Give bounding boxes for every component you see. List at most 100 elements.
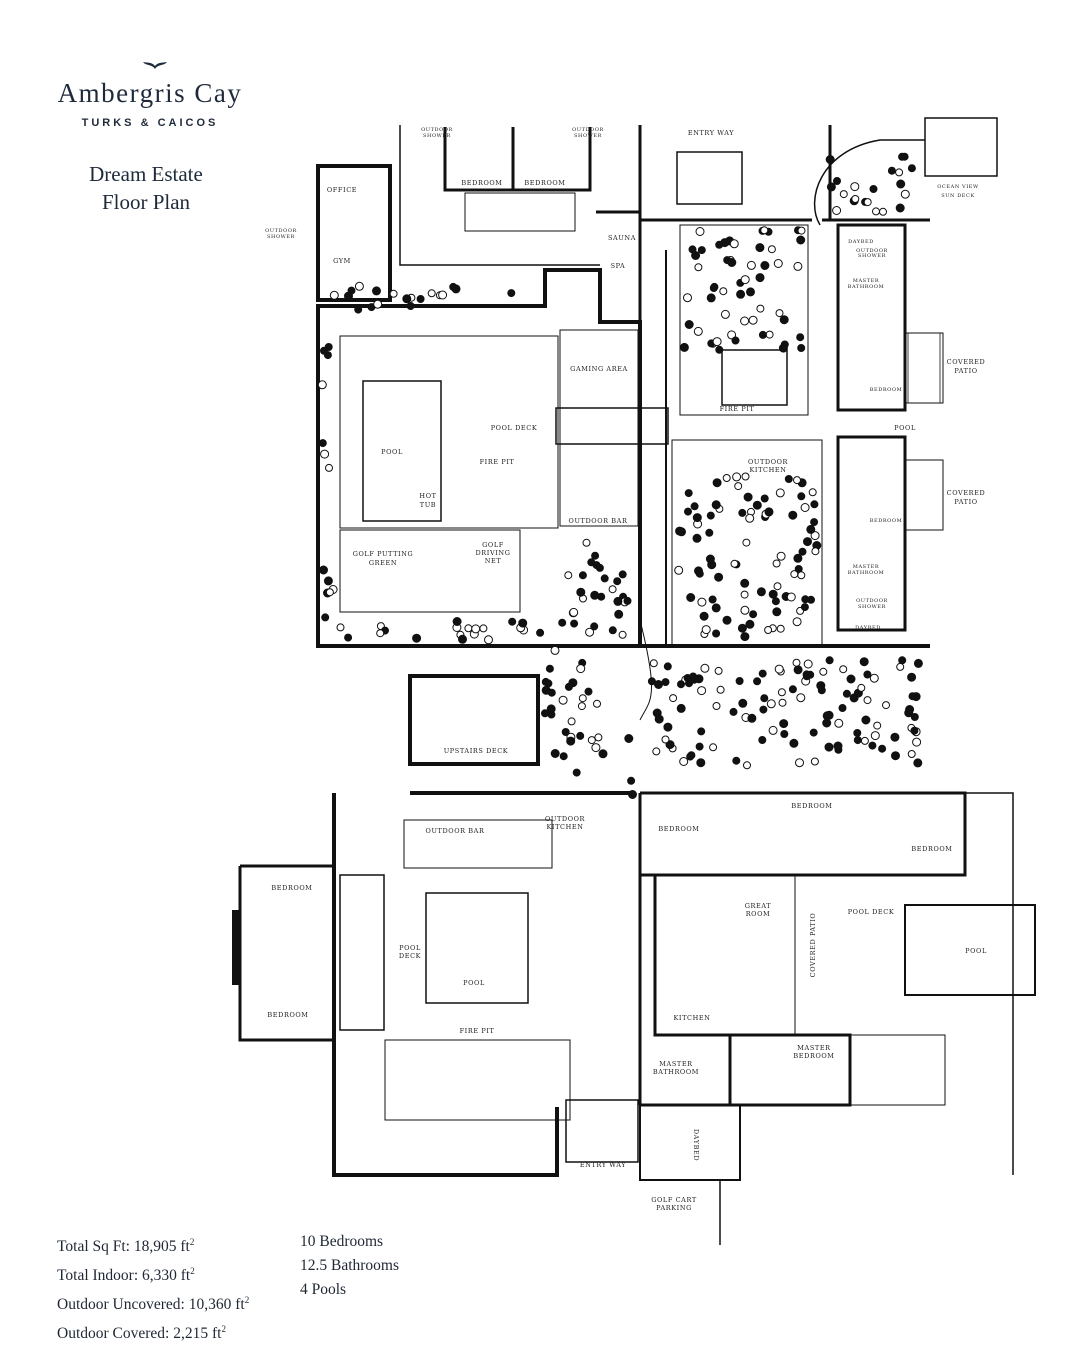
tree-icon [907,750,916,758]
tree-icon [752,500,762,510]
tree-icon [389,289,398,298]
tree-icon [879,207,887,216]
room-label: GREAT [745,902,772,910]
tree-icon [898,152,907,161]
tree-icon [697,686,707,696]
tree-icon [800,503,810,512]
tree-icon [755,243,765,253]
tree-icon [759,705,768,714]
tree-icon [774,664,784,674]
tree-icon [838,704,847,712]
tree-icon [695,569,704,578]
tree-icon [786,592,796,602]
tree-icon [863,198,872,207]
tree-icon [567,717,576,726]
tree-icon [618,570,627,579]
tree-icon [825,656,834,665]
room-label: BEDROOM [870,518,903,524]
tree-icon [714,572,724,582]
tree-icon [663,722,673,732]
tree-icon [797,344,806,352]
room-label: OUTDOOR [265,228,297,234]
room-label: POOL DECK [491,424,538,432]
tree-icon [705,554,715,564]
tree-icon [547,688,556,697]
tree-icon [760,694,769,703]
room-label: GOLF CART [651,1196,697,1204]
tree-icon [806,524,816,534]
room-label: BEDROOM [524,179,565,187]
tree-icon [709,284,718,292]
tree-icon [803,659,813,669]
tree-icon [764,626,773,634]
tree-icon [697,246,706,255]
tree-icon [910,713,919,721]
tree-icon [464,624,473,633]
tree-icon [624,734,634,743]
room-label: ENTRY WAY [688,129,734,137]
tree-icon [748,315,758,325]
tree-icon [839,665,848,674]
tree-icon [869,673,879,683]
tree-icon [740,275,750,285]
tree-icon [740,590,749,599]
tree-icon [732,472,742,482]
tree-icon [895,168,904,177]
tree-icon [318,439,327,448]
tree-icon [569,607,579,617]
tree-icon [484,635,493,645]
tree-icon [809,728,818,737]
tree-icon [618,630,627,639]
tree-icon [772,559,781,568]
tree-icon [810,757,819,766]
tree-icon [771,597,780,606]
room-label: DAYBED [848,239,874,245]
room-label: DECK [399,952,421,960]
tree-icon [711,603,721,613]
tree-icon [676,527,685,536]
tree-icon [788,510,798,520]
room-label: OUTDOOR [748,458,789,466]
tree-icon [598,749,608,759]
tree-icon [715,345,724,354]
tree-icon [321,613,330,622]
room-label: BEDROOM [793,1052,834,1060]
room-label: BEDROOM [271,884,312,892]
tree-icon [851,195,860,203]
room-label: MASTER [853,564,880,570]
tree-icon [320,449,330,459]
tree-icon [775,309,784,318]
tree-icon [793,261,803,271]
tree-icon [732,756,741,765]
room-label: OFFICE [327,186,357,194]
page-title: Dream Estate Floor Plan [40,160,252,216]
tree-icon [689,674,699,684]
tree-icon [694,263,703,272]
tree-icon [741,472,750,481]
tree-icon [773,582,782,591]
room-label: ROOM [746,910,771,918]
tree-icon [857,683,866,692]
room-label: SPA [611,262,626,270]
tree-icon [701,625,711,635]
tree-icon [652,747,661,756]
tree-icon [720,309,730,319]
room-label: SHOWER [858,604,886,610]
tree-icon [507,289,516,298]
tree-icon [779,719,789,729]
room-label: POOL [381,448,403,456]
room-label: BEDROOM [658,825,699,833]
tree-icon [336,623,345,632]
tree-icon [834,718,844,728]
room-stats: 10 Bedrooms 12.5 Bathrooms 4 Pools [300,1230,399,1302]
tree-icon [736,289,746,299]
room-label: COVERED [947,489,986,497]
tree-icon [788,685,797,694]
tree-icon [776,624,785,633]
tree-icon [452,617,462,626]
room-label: OUTDOOR [572,127,604,133]
tree-icon [711,500,721,510]
tree-icon [760,226,769,235]
tree-icon [740,316,750,326]
